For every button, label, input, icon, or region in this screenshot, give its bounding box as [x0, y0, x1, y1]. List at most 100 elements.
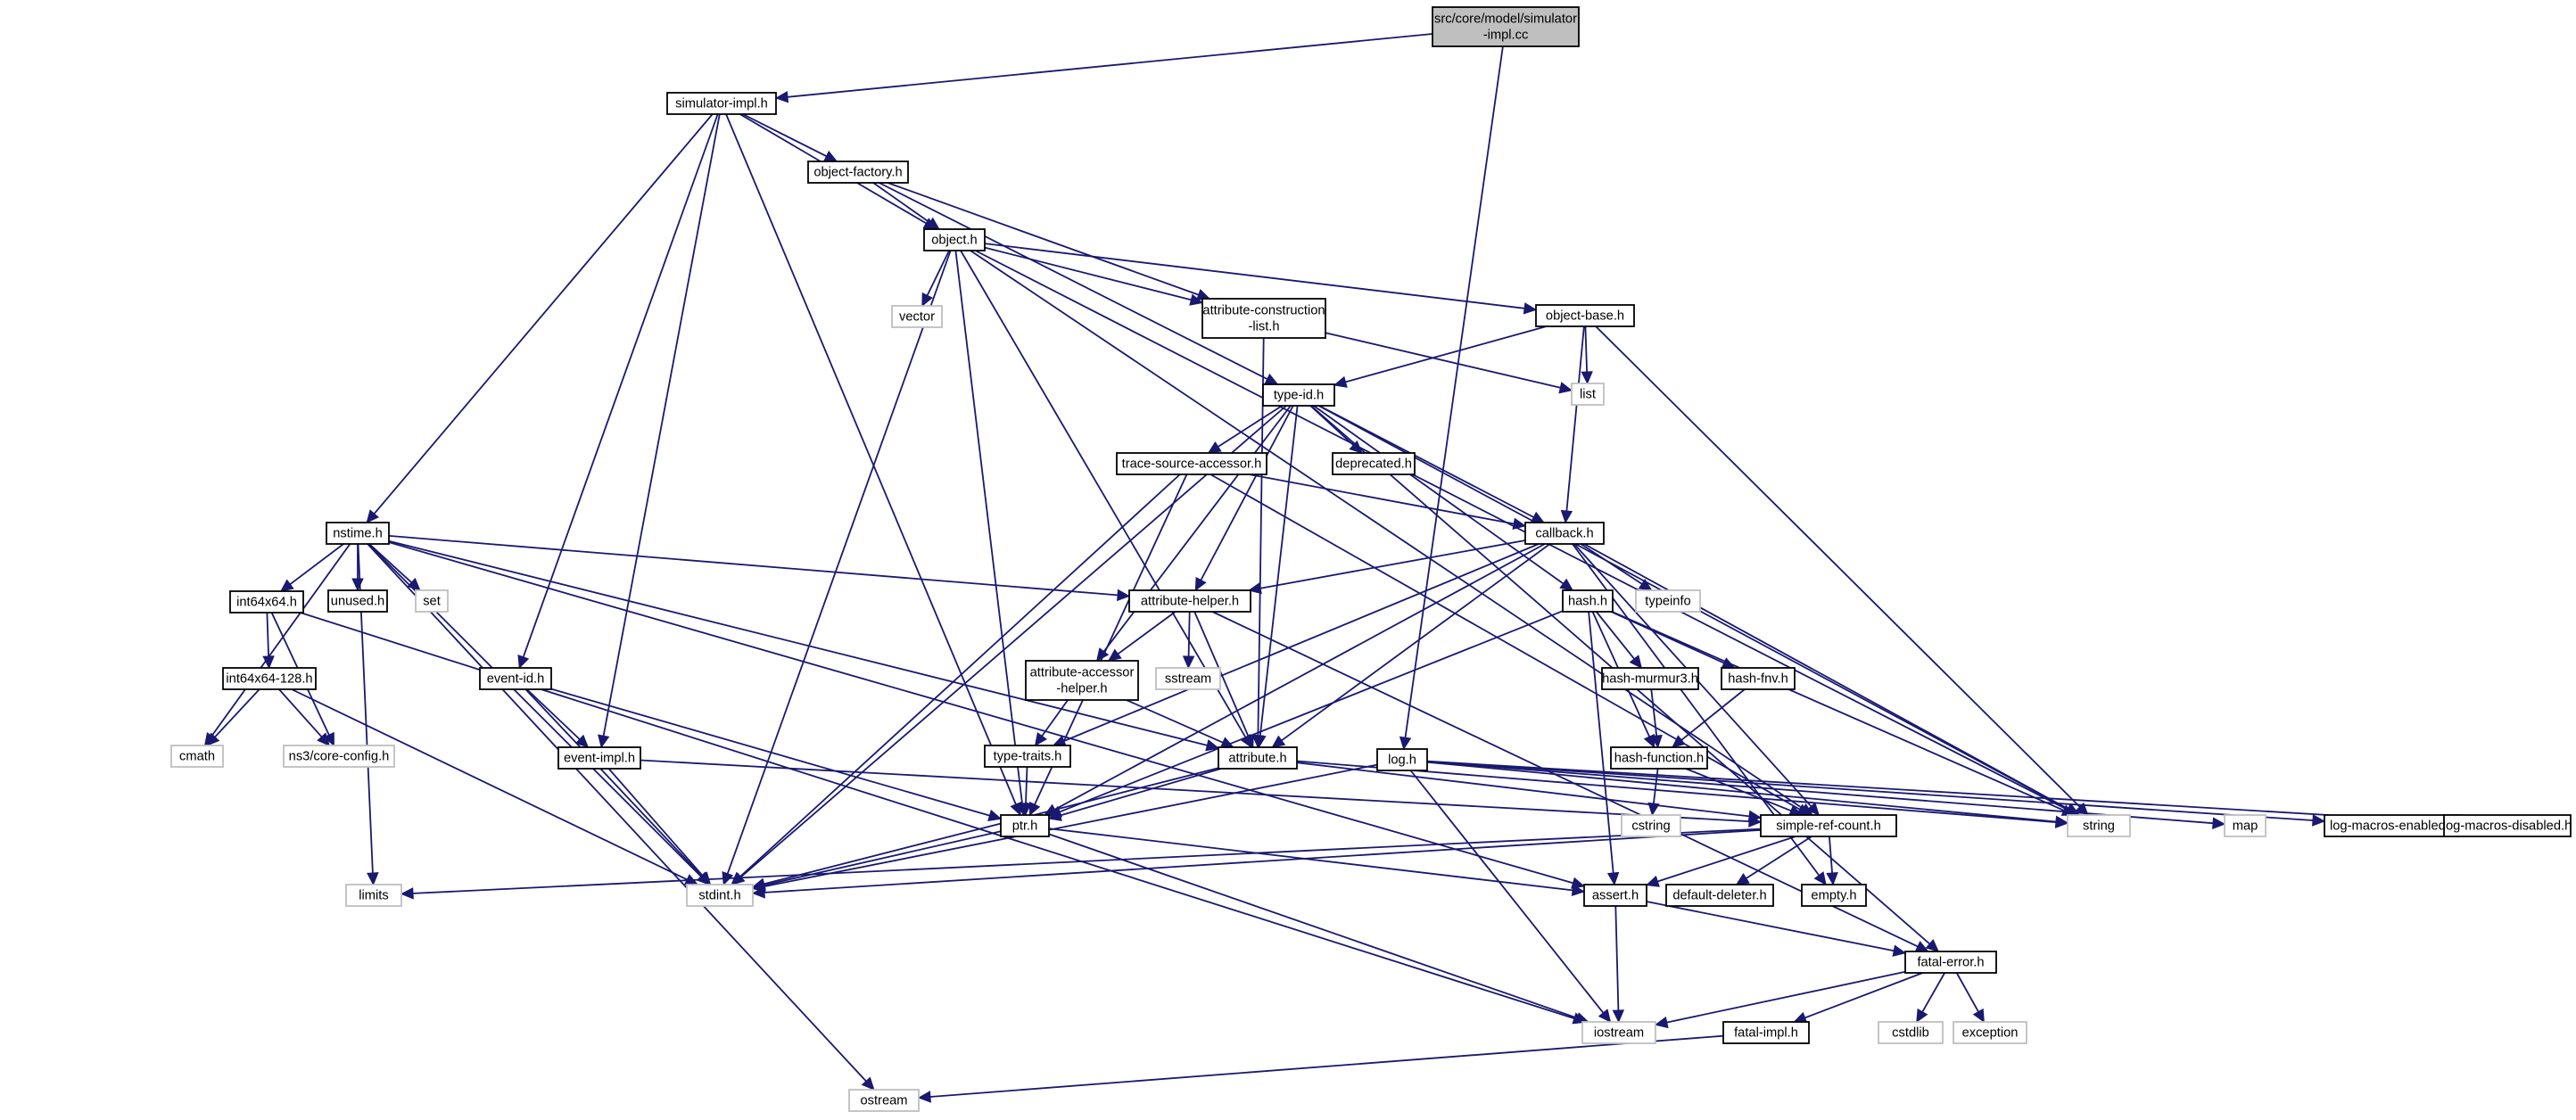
node-label: typeinfo	[1645, 595, 1690, 609]
edge-line	[764, 828, 1762, 894]
node-box	[1571, 383, 1605, 406]
edge-arrowhead	[351, 578, 364, 592]
edge-line	[1060, 768, 1222, 817]
edge-arrowhead	[323, 731, 334, 747]
edge-hash-to-string	[1611, 611, 2076, 816]
node-trace-source[interactable]: trace-source-accessor.h	[1116, 452, 1267, 475]
node-event-id[interactable]: event-id.h	[479, 667, 552, 690]
node-label: nstime.h	[333, 527, 383, 541]
edge-line	[742, 113, 827, 158]
node-object[interactable]: object.h	[923, 228, 986, 251]
edge-arrowhead	[1650, 734, 1663, 749]
edge-line	[1025, 766, 1028, 804]
node-empty[interactable]: empty.h	[1801, 884, 1867, 907]
node-unused[interactable]: unused.h	[327, 589, 388, 613]
edge-nstime-to-attribute	[388, 539, 1220, 752]
node-log-macros-enabled[interactable]: log-macros-enabled.h	[2324, 814, 2463, 837]
node-log[interactable]: log.h	[1376, 748, 1428, 771]
node-simulator-impl[interactable]: simulator-impl.h	[666, 92, 777, 115]
node-box	[1581, 1021, 1656, 1044]
node-box	[415, 589, 449, 613]
node-hash-function[interactable]: hash-function.h	[1610, 746, 1708, 770]
edge-int64x64-128-to-core-config	[278, 688, 330, 746]
node-box	[984, 745, 1071, 768]
edge-line	[1259, 405, 1299, 737]
edge-arrowhead	[917, 1091, 931, 1103]
edge-arrowhead	[400, 887, 414, 900]
node-label: empty.h	[1811, 889, 1856, 903]
node-attribute-helper[interactable]: attribute-helper.h	[1128, 589, 1251, 613]
node-sstream: sstream	[1155, 667, 1221, 690]
edge-line	[368, 543, 412, 583]
edge-nstime-to-limits	[357, 543, 379, 886]
edge-simple-ref-count-to-assert	[1645, 836, 1796, 887]
edge-line	[373, 113, 714, 515]
edge-line	[1409, 770, 1605, 1014]
node-label: cmath	[179, 750, 215, 764]
edge-object-base-to-callback	[1560, 325, 1585, 524]
edge-line	[764, 830, 1002, 886]
edge-simple-ref-count-to-default-deleter	[1735, 836, 1812, 885]
node-label: exception	[1962, 1026, 2019, 1041]
edge-line	[1680, 688, 1746, 741]
node-label: simple-ref-count.h	[1776, 819, 1881, 834]
node-attribute[interactable]: attribute.h	[1218, 746, 1298, 770]
edge-line	[974, 250, 2068, 811]
edge-line	[367, 543, 867, 1083]
node-hash[interactable]: hash.h	[1562, 589, 1614, 613]
node-ptr[interactable]: ptr.h	[1000, 814, 1050, 837]
node-event-impl[interactable]: event-impl.h	[557, 746, 641, 770]
edge-arrowhead	[1747, 810, 1763, 823]
node-default-deleter[interactable]: default-deleter.h	[1665, 884, 1774, 907]
edge-arrowhead	[1034, 732, 1048, 746]
edge-simple-ref-count-to-limits	[400, 828, 1762, 900]
node-attr-accessor[interactable]: attribute-accessor-helper.h	[1025, 660, 1139, 701]
edge-hash-murmur3-to-hash-function	[1650, 688, 1663, 749]
node-attr-construction[interactable]: attribute-construction-list.h	[1201, 298, 1326, 339]
node-int64x64-128[interactable]: int64x64-128.h	[222, 667, 317, 690]
node-box	[1610, 746, 1708, 770]
edge-simulator-impl-to-nstime	[366, 113, 714, 523]
edge-object-to-vector	[921, 250, 950, 308]
node-fatal-error[interactable]: fatal-error.h	[1904, 951, 1997, 974]
edge-arrowhead	[1117, 589, 1131, 602]
edge-fatal-error-to-fatal-impl	[1793, 972, 1923, 1024]
node-log-macros-disabled[interactable]: log-macros-disabled.h	[2443, 814, 2572, 837]
edge-attr-construction-to-attribute	[1251, 337, 1265, 749]
edge-line	[1666, 970, 1906, 1024]
node-label: simulator-impl.h	[675, 97, 768, 111]
node-hash-fnv[interactable]: hash-fnv.h	[1721, 667, 1796, 690]
node-label: list	[1580, 388, 1596, 402]
node-label: ns3/core-config.h	[289, 750, 390, 764]
node-callback[interactable]: callback.h	[1524, 522, 1605, 545]
node-assert[interactable]: assert.h	[1583, 884, 1647, 907]
edge-line	[954, 250, 1023, 804]
edge-int64x64-128-to-stdint	[291, 688, 699, 885]
node-label: ostream	[860, 1094, 907, 1108]
edge-line	[1685, 768, 1792, 812]
node-type-traits[interactable]: type-traits.h	[984, 745, 1071, 768]
edge-line	[1117, 611, 1177, 655]
edge-attribute-to-stdint	[751, 767, 1219, 890]
node-object-base[interactable]: object-base.h	[1535, 304, 1635, 327]
node-object-factory[interactable]: object-factory.h	[807, 161, 909, 184]
node-label: log-macros-disabled.h	[2443, 819, 2572, 834]
edge-line	[1404, 45, 1504, 738]
edge-arrowhead	[1598, 1009, 1612, 1023]
node-simple-ref-count[interactable]: simple-ref-count.h	[1760, 814, 1897, 837]
edge-line	[1200, 405, 1294, 581]
node-hash-murmur3[interactable]: hash-murmur3.h	[1601, 667, 1699, 690]
node-iostream: iostream	[1581, 1021, 1656, 1044]
node-nstime[interactable]: nstime.h	[326, 522, 390, 545]
edge-arrowhead	[1264, 373, 1279, 385]
edge-line	[1296, 762, 1750, 818]
node-box	[1721, 667, 1796, 690]
node-type-id[interactable]: type-id.h	[1262, 383, 1335, 407]
node-int64x64[interactable]: int64x64.h	[229, 590, 304, 614]
edge-arrowhead	[1194, 576, 1207, 592]
node-box	[848, 1089, 920, 1112]
node-fatal-impl[interactable]: fatal-impl.h	[1722, 1021, 1810, 1044]
node-deprecated[interactable]: deprecated.h	[1332, 452, 1416, 475]
edge-simulator-impl-to-event-id	[517, 113, 719, 670]
node-cmath: cmath	[170, 745, 224, 768]
